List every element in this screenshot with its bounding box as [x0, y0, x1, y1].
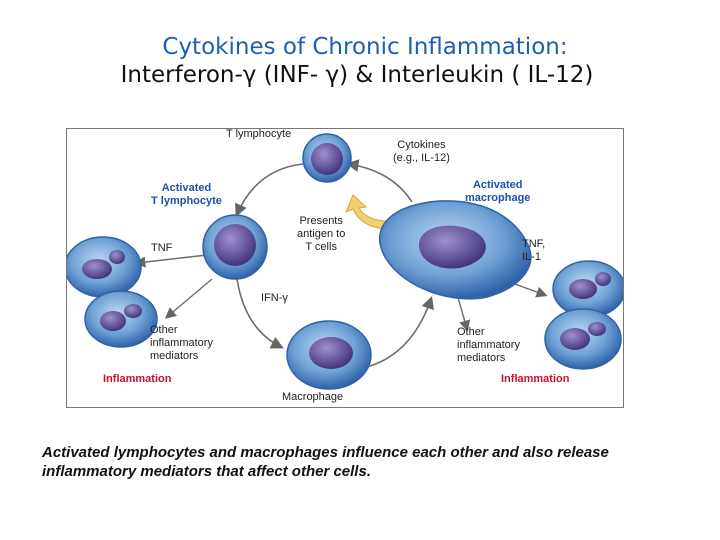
label-activated-t-lymphocyte: Activated T lymphocyte — [151, 182, 222, 207]
label-other-mediators-left: Other inflammatory mediators — [150, 324, 213, 362]
slide-title-line2: Interferon-γ (INF- γ) & Interleukin ( IL… — [120, 61, 594, 88]
slide-title: Cytokines of Chronic Inflammation: Inter… — [0, 34, 720, 89]
cycle-arrow-top-left — [235, 163, 304, 217]
label-tnf-left: TNF — [151, 242, 173, 254]
label-tnf-il1-right: TNF, IL-1 — [522, 238, 546, 263]
label-macrophage: Macrophage — [282, 391, 344, 403]
label-other-mediators-right: Other inflammatory mediators — [457, 326, 520, 364]
label-t-lymphocyte: T lymphocyte — [226, 128, 292, 140]
target-cell-left-upper — [67, 236, 142, 298]
label-ifn-gamma: IFN-γ — [261, 292, 288, 304]
cytokine-cycle-diagram: T lymphocyte Cytokines (e.g., IL-12) Act… — [66, 128, 624, 408]
diagram-artwork — [67, 133, 623, 390]
macrophage-cell — [286, 320, 372, 390]
label-presents-antigen: Presents antigen to T cells — [297, 215, 346, 253]
cycle-arrow-bottom-right — [366, 295, 434, 368]
figure-caption: Activated lymphocytes and macrophages in… — [42, 444, 609, 480]
arrow-tnf-left — [134, 254, 208, 268]
activated-macrophage-cell — [378, 200, 532, 300]
label-inflammation-right: Inflammation — [501, 373, 570, 385]
arrow-mediators-left — [164, 278, 213, 319]
cycle-arrow-bottom-left — [236, 278, 284, 349]
t-lymphocyte-cell — [302, 133, 352, 183]
label-inflammation-left: Inflammation — [103, 373, 172, 385]
activated-t-lymphocyte-cell — [202, 214, 268, 280]
target-cell-right-lower — [544, 308, 622, 370]
cycle-arrow-top-right — [345, 159, 413, 203]
label-cytokines: Cytokines (e.g., IL-12) — [393, 139, 450, 164]
target-cell-left-lower — [84, 290, 158, 348]
label-activated-macrophage: Activated macrophage — [465, 179, 531, 204]
slide-title-line1: Cytokines of Chronic Inflammation: — [162, 34, 568, 60]
target-cell-right-upper — [552, 260, 623, 318]
presents-antigen-arrow — [345, 194, 398, 230]
